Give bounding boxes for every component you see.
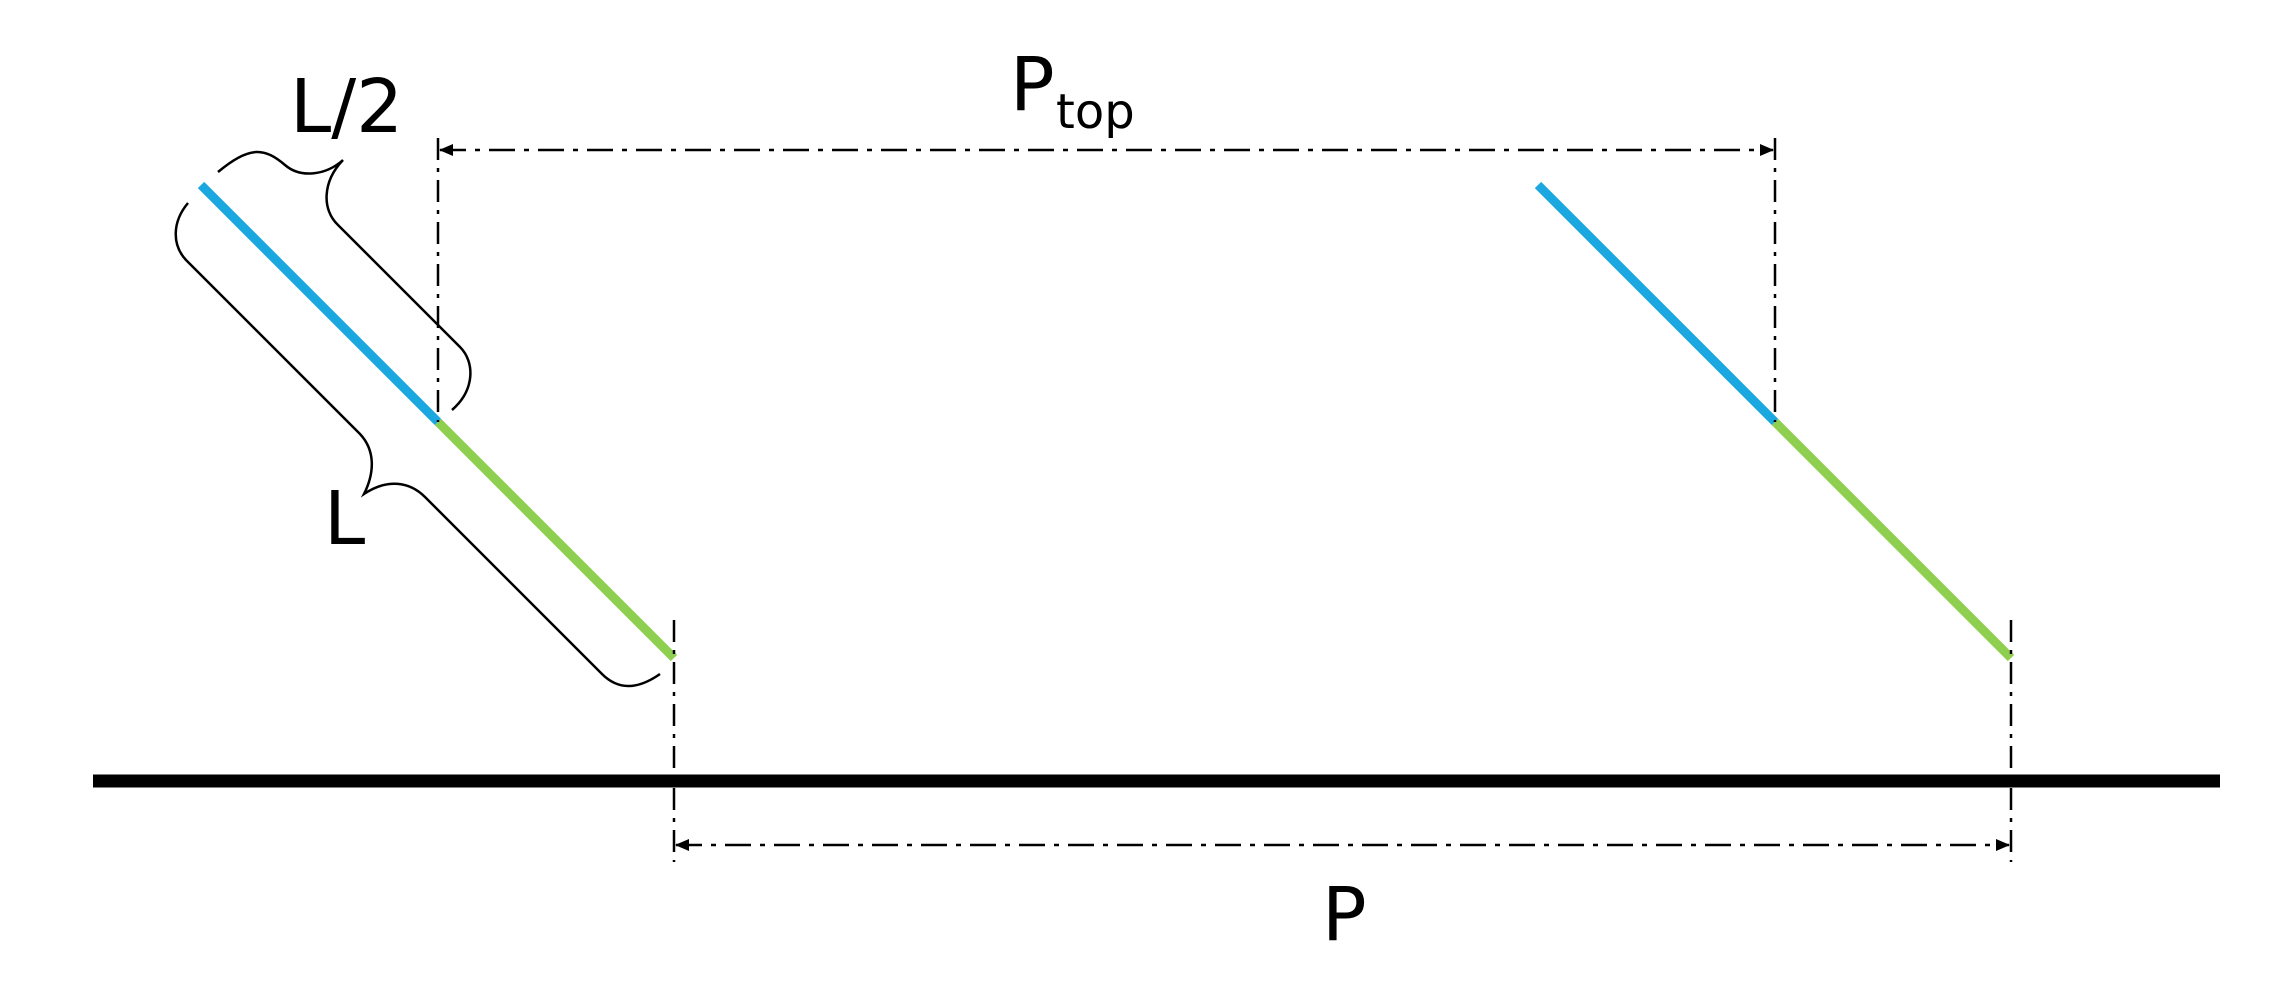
p-top-subscript: top [1056,84,1135,140]
extension-lines [436,138,2013,862]
half-length-label: L/2 [290,64,403,150]
half-length-brace [217,150,472,411]
p-label: P [1322,872,1367,958]
left-slat-upper-half [197,181,442,426]
right-slat [1534,181,2015,662]
right-slat-lower-half [1771,418,2015,662]
length-brace [174,202,661,688]
left-slat [197,181,678,662]
left-slat-lower-half [434,418,678,662]
p-top-label: P [1010,42,1055,128]
right-slat-upper-half [1534,181,1779,426]
length-label: L [324,476,365,562]
